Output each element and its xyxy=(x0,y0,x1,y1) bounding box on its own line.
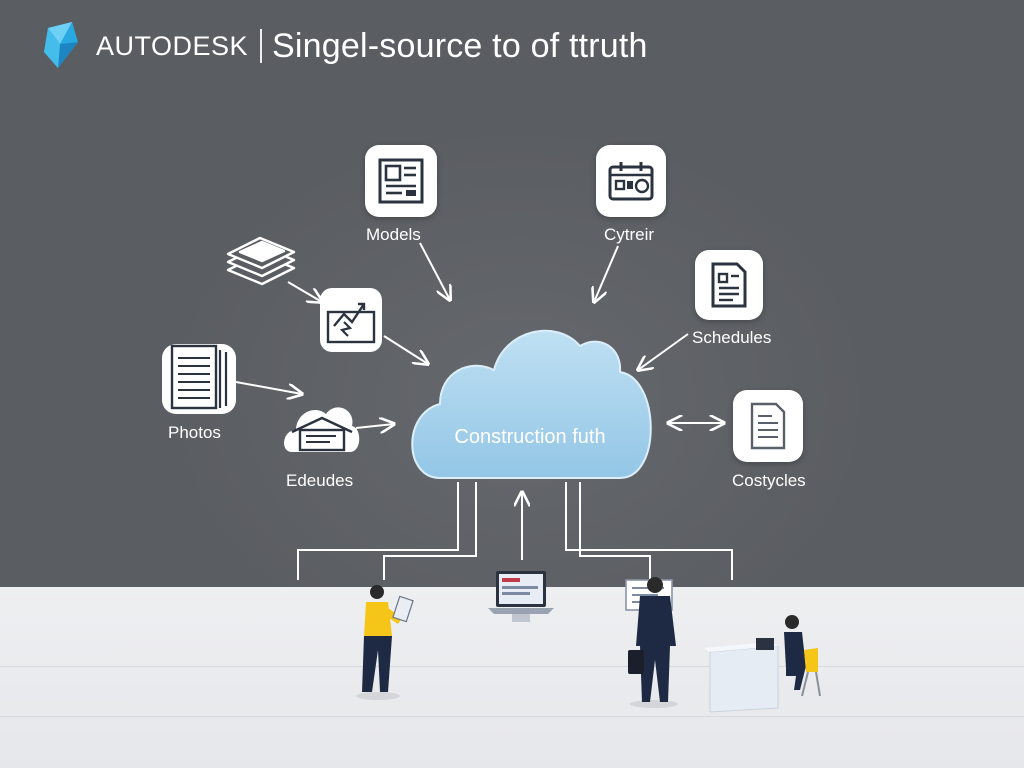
label-models: Models xyxy=(366,225,421,244)
models-tile[interactable] xyxy=(365,145,437,217)
arrow-models xyxy=(419,242,450,300)
autodesk-logo-icon xyxy=(44,22,78,68)
layers-icon xyxy=(226,236,296,286)
schedule-document-icon xyxy=(711,262,747,308)
arrow-stack xyxy=(287,281,322,302)
floor-line xyxy=(0,666,1024,667)
cost-document-icon xyxy=(750,402,786,450)
schedules-tile[interactable] xyxy=(695,250,763,320)
arrow-edeudes xyxy=(355,424,394,428)
label-schedules: Schedules xyxy=(692,328,772,347)
header: AUTODESK Singel-source to of ttruth xyxy=(42,20,648,72)
arrow-photos xyxy=(235,381,302,394)
page-title: Singel-source to of ttruth xyxy=(272,26,648,65)
arrow-schedules xyxy=(638,333,689,370)
desk-worker-figure xyxy=(704,615,821,713)
arrow-chart xyxy=(383,335,428,364)
cytreir-tile[interactable] xyxy=(596,145,666,217)
photos-icon xyxy=(162,344,236,414)
floor-line xyxy=(0,716,1024,717)
chart-icon xyxy=(320,288,382,352)
businessman-figure xyxy=(628,577,678,708)
worker-figure xyxy=(356,585,414,700)
costycles-tile[interactable] xyxy=(733,390,803,462)
connector-arrows xyxy=(235,242,689,560)
cloud-box-icon xyxy=(284,407,360,452)
label-costycles: Costycles xyxy=(732,471,806,490)
calendar-icon xyxy=(608,162,654,201)
distribution-lines xyxy=(297,482,733,580)
cloud-label: Construction futh xyxy=(454,426,606,448)
label-edeudes: Edeudes xyxy=(286,471,354,490)
label-photos: Photos xyxy=(168,423,221,442)
central-cloud xyxy=(411,329,652,479)
header-divider xyxy=(260,29,263,63)
models-document-icon xyxy=(378,158,424,204)
brand-name: AUTODESK xyxy=(96,30,249,61)
arrow-cytreir xyxy=(594,245,619,302)
laptop-icon xyxy=(488,571,554,622)
label-cytreir: Cytreir xyxy=(604,225,655,244)
